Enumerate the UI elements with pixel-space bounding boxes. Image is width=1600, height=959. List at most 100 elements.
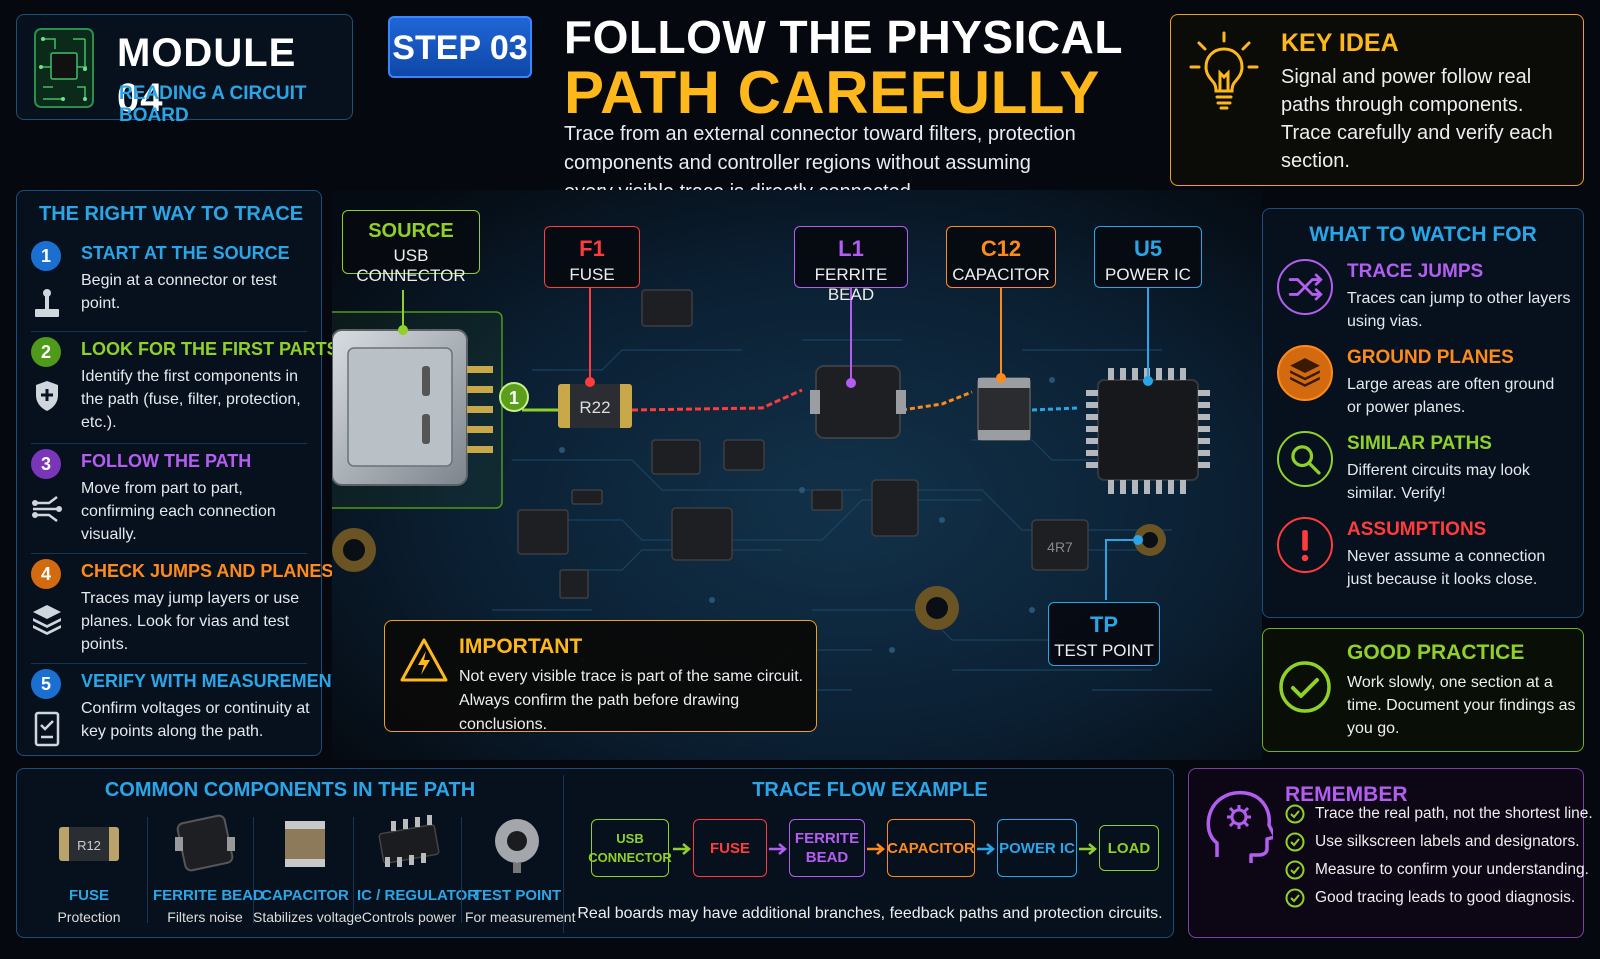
watch-for-panel: WHAT TO WATCH FOR TRACE JUMPS Traces can…: [1262, 208, 1584, 618]
callout-ref: F1: [579, 236, 605, 261]
remember-item: Good tracing leads to good diagnosis.: [1285, 888, 1576, 908]
components-panel: COMMON COMPONENTS IN THE PATH R12 FUSE P…: [16, 768, 1174, 938]
remember-text: Use silkscreen labels and designators.: [1315, 833, 1580, 850]
divider: [353, 817, 354, 923]
watch-for-title: WHAT TO WATCH FOR: [1309, 223, 1537, 246]
divider: [31, 553, 307, 554]
warning-icon: [400, 638, 448, 682]
arrow-right-icon: [867, 843, 885, 855]
flow-step-power-ic: POWER IC: [997, 819, 1077, 877]
layers-icon: [33, 605, 61, 635]
joystick-connector-icon: [35, 289, 59, 317]
step-number: 1: [31, 241, 61, 271]
callout-tp: TP TEST POINT: [1048, 602, 1160, 666]
component-desc: For measurement: [465, 909, 576, 925]
remember-item: Use silkscreen labels and designators.: [1285, 832, 1580, 852]
watch-item-trace-jumps: TRACE JUMPS Traces can jump to other lay…: [1277, 259, 1577, 339]
remember-item: Measure to confirm your understanding.: [1285, 860, 1589, 880]
step-title: VERIFY WITH MEASUREMENTS: [81, 671, 355, 691]
shield-icon: [36, 381, 58, 411]
remember-text: Trace the real path, not the shortest li…: [1315, 805, 1593, 822]
callout-l1: L1 FERRITE BEAD: [794, 226, 908, 304]
step-title: LOOK FOR THE FIRST PARTS: [81, 339, 339, 359]
step-title: START AT THE SOURCE: [81, 243, 290, 263]
callout-name: CAPACITOR: [952, 265, 1050, 284]
flow-step-capacitor: CAPACITOR: [887, 819, 975, 877]
component-name: TEST POINT: [472, 887, 562, 904]
callout-name: TEST POINT: [1054, 641, 1154, 660]
callout-f1: F1 FUSE: [544, 226, 640, 288]
ic-chip-icon: [378, 815, 440, 867]
important-note-box: IMPORTANT Not every visible trace is par…: [384, 620, 817, 733]
branch-path-icon: [32, 496, 62, 522]
flow-step-ferrite-bead: FERRITE BEAD: [789, 819, 865, 877]
remember-text: Good tracing leads to good diagnosis.: [1315, 889, 1576, 906]
watch-item-similar-paths: SIMILAR PATHS Different circuits may loo…: [1277, 431, 1577, 511]
check-circle-icon: [1285, 860, 1305, 880]
check-circle-icon: [1285, 804, 1305, 824]
remember-text: Measure to confirm your understanding.: [1315, 861, 1589, 878]
flow-step-load: LOAD: [1099, 825, 1159, 871]
step-description: Move from part to part, confirming each …: [81, 480, 276, 543]
divider: [31, 663, 307, 664]
step-description: Identify the first components in the pat…: [81, 368, 301, 431]
step-description: Traces may jump layers or use planes. Lo…: [81, 590, 300, 653]
watch-item-ground-planes: GROUND PLANES Large areas are often grou…: [1277, 345, 1577, 425]
callout-name: FUSE: [569, 265, 615, 284]
component-desc: Filters noise: [167, 909, 243, 925]
watch-item-name: SIMILAR PATHS: [1347, 433, 1492, 454]
step-number: 5: [31, 669, 61, 699]
divider: [31, 443, 307, 444]
magnifier-icon: [1277, 431, 1333, 487]
checkmark-circle-icon: [1279, 661, 1331, 713]
check-circle-icon: [1285, 888, 1305, 908]
fuse-component-icon: R12: [59, 827, 119, 861]
important-title: IMPORTANT: [459, 635, 583, 658]
remember-item: Trace the real path, not the shortest li…: [1285, 804, 1593, 824]
trace-steps-title: THE RIGHT WAY TO TRACE: [39, 203, 304, 225]
step-description: Begin at a connector or test point.: [81, 272, 277, 312]
key-idea-box: KEY IDEA Signal and power follow real pa…: [1170, 14, 1584, 186]
module-header-box: MODULE 04 READING A CIRCUIT BOARD: [16, 14, 353, 126]
callout-c12: C12 CAPACITOR: [946, 226, 1056, 288]
callout-ref: SOURCE: [368, 220, 454, 242]
divider: [461, 817, 462, 923]
trace-flow-note: Real boards may have additional branches…: [577, 905, 1163, 922]
head-gear-icon: [1206, 790, 1273, 863]
component-name: FUSE: [68, 887, 109, 904]
module-subtitle: READING A CIRCUIT BOARD: [119, 83, 307, 126]
step-number: 4: [31, 559, 61, 589]
watch-item-name: GROUND PLANES: [1347, 347, 1514, 368]
component-desc: Stabilizes voltage: [253, 909, 362, 925]
remember-panel: REMEMBER Trace the real path, not the sh…: [1188, 768, 1593, 938]
step-title: CHECK JUMPS AND PLANES: [81, 561, 334, 581]
trace-steps-panel: THE RIGHT WAY TO TRACE 1 START AT THE SO…: [16, 190, 355, 756]
watch-item-desc: Traces can jump to other layers using vi…: [1347, 290, 1571, 330]
component-name: CAPACITOR: [261, 887, 349, 904]
watch-item-desc: Never assume a connection just because i…: [1347, 548, 1546, 588]
trace-flow-title: TRACE FLOW EXAMPLE: [752, 779, 988, 801]
component-desc: Protection: [57, 909, 121, 925]
component-desc: Controls power: [361, 909, 457, 925]
divider: [563, 775, 564, 933]
good-practice-text: Work slowly, one section at a time. Docu…: [1347, 674, 1576, 737]
page-title-line1: FOLLOW THE PHYSICAL: [564, 11, 1123, 63]
remember-title: REMEMBER: [1285, 783, 1408, 806]
watch-item-assumptions: ASSUMPTIONS Never assume a connection ju…: [1277, 517, 1577, 607]
key-idea-title: KEY IDEA: [1281, 29, 1399, 57]
test-point-marking: 4R7: [1047, 539, 1073, 555]
shuffle-icon: [1277, 259, 1333, 315]
exclamation-icon: [1277, 517, 1333, 573]
lightbulb-icon: [1189, 31, 1259, 110]
component-name: FERRITE BEAD: [153, 887, 264, 904]
stack-icon: [1277, 345, 1333, 401]
trace-step-5: 5 VERIFY WITH MEASUREMENTS Confirm volta…: [31, 669, 355, 755]
path-start-marker: 1: [509, 388, 519, 408]
watch-item-name: ASSUMPTIONS: [1347, 519, 1487, 540]
divider: [31, 331, 307, 332]
callout-ref: TP: [1089, 612, 1119, 637]
callout-ref: U5: [1133, 236, 1163, 261]
watch-item-desc: Different circuits may look similar. Ver…: [1347, 462, 1530, 502]
trace-step-3: 3 FOLLOW THE PATH Move from part to part…: [31, 449, 315, 553]
step-number: 2: [31, 337, 61, 367]
